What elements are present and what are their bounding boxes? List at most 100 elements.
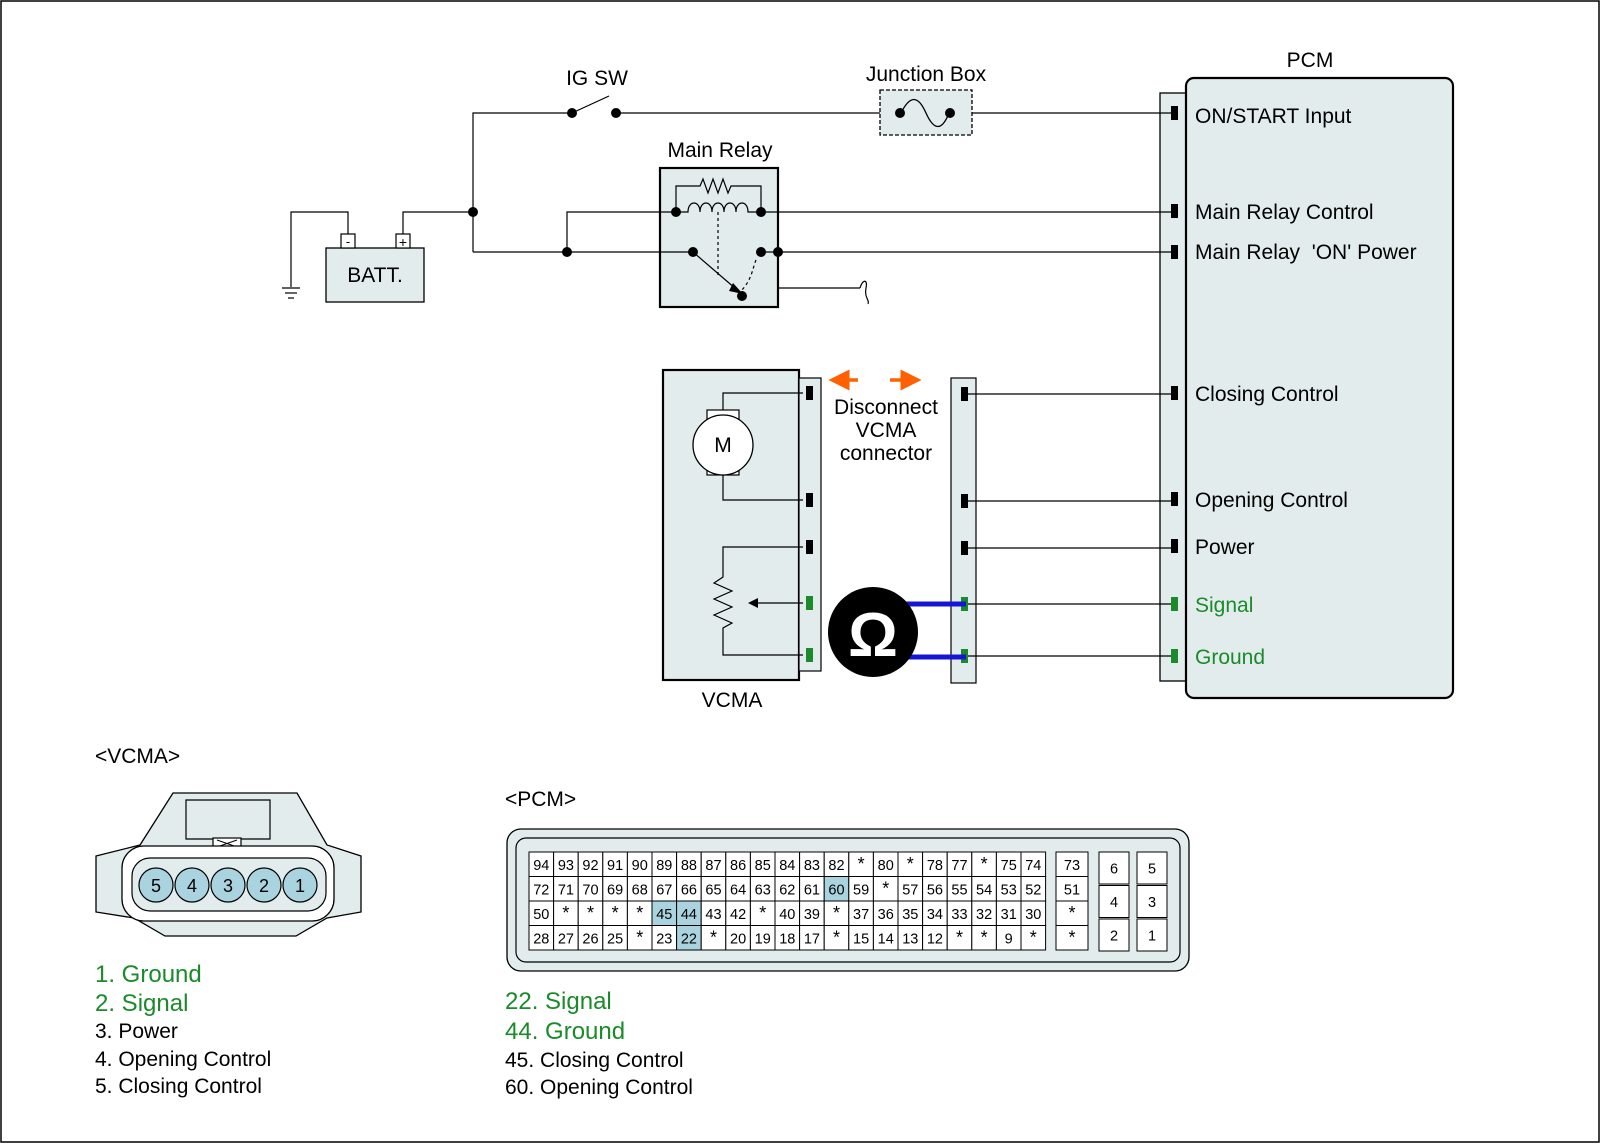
vcma-connector-pin: 4 <box>174 867 210 903</box>
pin-number: 18 <box>779 931 795 947</box>
pin-number: 64 <box>730 882 746 898</box>
pin-number: * <box>710 927 717 947</box>
pcm-pin-cell: 93 <box>553 851 579 877</box>
pcm-side-pin-cell: 1 <box>1136 918 1168 952</box>
pin-number: 43 <box>705 907 721 923</box>
pin-number: 39 <box>804 907 820 923</box>
vcma-pin-terminal <box>806 540 813 554</box>
pin-number: 6 <box>1110 862 1118 878</box>
pcm-pin-cell: 85 <box>749 851 776 877</box>
pin-number: 44 <box>681 907 697 923</box>
pin-number: 15 <box>853 931 869 947</box>
vcma-connector-pin-label: 2 <box>259 876 269 896</box>
pcm-pin-label-signal: Signal <box>1195 594 1253 617</box>
pin-number: 87 <box>705 858 721 874</box>
vcma-connector-pin: 5 <box>138 867 174 903</box>
pcm-pin-cell: 89 <box>651 851 678 877</box>
pcm-side-pin-cell: 3 <box>1136 885 1168 918</box>
junction-box-contact <box>945 108 955 118</box>
pcm-pin-terminals <box>1171 106 1178 663</box>
pcm-pin-cell: 86 <box>725 851 751 877</box>
pcm-pin-cell: 62 <box>774 876 801 902</box>
pcm-pin-cell: 56 <box>922 876 948 902</box>
pin-number: 52 <box>1025 882 1041 898</box>
pcm-pin-cell: 43 <box>700 900 727 926</box>
ohmmeter-symbol: Ω <box>848 601 898 670</box>
battery-body <box>325 247 425 303</box>
pin-number: 27 <box>558 931 574 947</box>
potentiometer-wiper-arrowhead <box>748 598 758 608</box>
pin-number: 75 <box>1001 858 1017 874</box>
pcm-pin-terminal <box>1171 386 1178 400</box>
pcm-block: PCM <box>1159 49 1455 700</box>
harness-connector-strip <box>950 377 977 684</box>
pcm-pin-terminal <box>1171 649 1178 663</box>
vcma-connector-pin-label: 5 <box>151 876 161 896</box>
pcm-pin-cell: * <box>897 851 924 877</box>
pcm-box <box>1184 76 1455 700</box>
pcm-pin-cell: 31 <box>995 900 1022 926</box>
pin-number: 35 <box>902 907 918 923</box>
pcm-pin-cell: 35 <box>897 900 924 926</box>
pcm-pin-cell: 34 <box>922 900 948 926</box>
pcm-pin-label-on-start: ON/START Input <box>1195 105 1352 128</box>
harness-pin-terminal <box>961 387 968 401</box>
pcm-pin-cell: 64 <box>725 876 751 902</box>
pcm-pin-cell: * <box>749 900 776 926</box>
pcm-pin-cell: 53 <box>995 876 1022 902</box>
pcm-pin-terminal <box>1171 106 1178 120</box>
vcma-block: VCMA <box>661 368 822 712</box>
vcma-connector-pin: 1 <box>282 867 318 903</box>
pcm-pin-cell: 70 <box>577 876 604 902</box>
pcm-pin-cell: 57 <box>897 876 924 902</box>
pcm-pin-label-power: Power <box>1195 536 1255 559</box>
pin-number: * <box>882 878 889 898</box>
pin-number: 37 <box>853 907 869 923</box>
pcm-legend-item: 22. Signal <box>505 988 612 1015</box>
pin-number: 63 <box>755 882 771 898</box>
main-relay-label: Main Relay <box>667 139 773 162</box>
pin-number: * <box>981 927 988 947</box>
pcm-pin-cell: 83 <box>799 851 825 877</box>
junction-box-contact <box>895 108 905 118</box>
fuse-icon <box>900 98 950 128</box>
pin-number: 62 <box>779 882 795 898</box>
ohmmeter: Ω <box>828 587 966 677</box>
pcm-pin-cell: * <box>553 900 579 926</box>
pcm-pin-cell: 73 <box>1055 851 1089 877</box>
pcm-pin-cell: 22 <box>676 925 702 951</box>
pin-number: 77 <box>951 858 967 874</box>
vcma-label: VCMA <box>702 689 763 712</box>
battery-negative-sign: - <box>346 234 350 249</box>
pcm-pin-cell: 75 <box>995 851 1022 877</box>
pcm-pin-cell: 63 <box>749 876 776 902</box>
pin-number: * <box>759 903 766 923</box>
pcm-pin-cell: 77 <box>946 851 973 877</box>
battery-positive-sign: + <box>399 234 407 250</box>
pcm-pin-cell: 9 <box>995 925 1022 951</box>
pin-number: 67 <box>656 882 672 898</box>
pin-number: * <box>1068 927 1075 947</box>
pin-number: 59 <box>853 882 869 898</box>
pcm-pin-cell: 36 <box>872 900 899 926</box>
pcm-pin-cell: 82 <box>823 851 850 877</box>
pin-number: 69 <box>607 882 623 898</box>
pcm-pin-cell: 69 <box>602 876 628 902</box>
pin-number: 80 <box>878 858 894 874</box>
pcm-pin-cell: * <box>848 851 874 877</box>
pin-number: 1 <box>1148 929 1156 945</box>
pin-number: 25 <box>607 931 623 947</box>
pcm-pin-legend: 22. Signal 44. Ground 45. Closing Contro… <box>505 988 693 1099</box>
main-relay-internals <box>675 177 762 293</box>
pin-number: 32 <box>976 907 992 923</box>
pin-number: 13 <box>902 931 918 947</box>
pin-number: * <box>858 854 865 874</box>
disconnect-label-line-1: Disconnect <box>834 396 938 419</box>
harness-pin-terminal <box>961 494 968 508</box>
pcm-pin-cell: 25 <box>602 925 628 951</box>
pin-number: 55 <box>951 882 967 898</box>
pcm-pin-cell: 94 <box>528 851 555 877</box>
junction-dots <box>468 207 783 257</box>
pin-number: 54 <box>976 882 992 898</box>
